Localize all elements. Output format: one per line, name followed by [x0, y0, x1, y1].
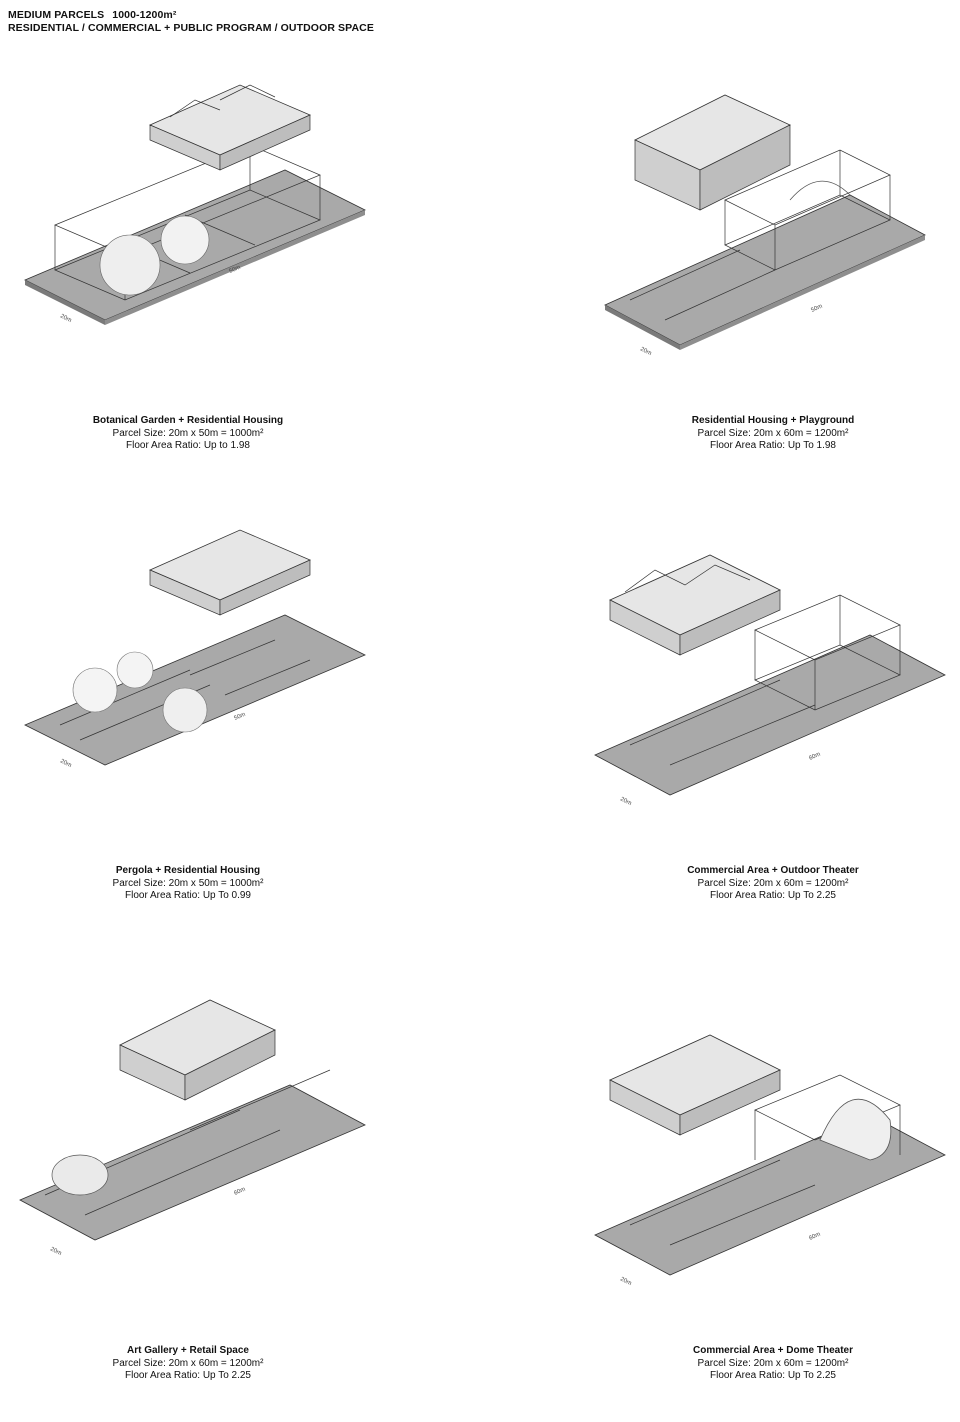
header-subtitle: RESIDENTIAL / COMMERCIAL + PUBLIC PROGRA… — [8, 22, 374, 34]
caption-6: Commercial Area + Dome Theater Parcel Si… — [613, 1345, 933, 1383]
axonometric-drawing-1: 20m 50m — [24, 84, 366, 325]
caption-title: Residential Housing + Playground — [691, 415, 855, 426]
caption-floor-area-ratio: Floor Area Ratio: Up To 1.98 — [710, 440, 836, 451]
diagram-panel-6: 20m 60m — [540, 1000, 946, 1290]
caption-title: Commercial Area + Dome Theater — [693, 1345, 853, 1356]
length-dim-label: 60m — [233, 1187, 246, 1197]
width-dim-label: 20m — [639, 346, 652, 357]
caption-parcel-size: Parcel Size: 20m x 50m = 1000m² — [112, 427, 264, 439]
length-dim-label: 60m — [808, 1232, 821, 1242]
caption-parcel-size: Parcel Size: 20m x 60m = 1200m² — [697, 877, 849, 889]
caption-2: Residential Housing + Playground Parcel … — [613, 415, 933, 453]
diagram-panel-3: 20m 50m — [20, 500, 420, 790]
caption-3: Pergola + Residential Housing Parcel Siz… — [28, 865, 348, 903]
diagram-panel-2: 20m 50m — [540, 80, 940, 370]
caption-1: Botanical Garden + Residential Housing P… — [28, 415, 348, 453]
width-dim-label: 20m — [59, 758, 72, 769]
length-dim-label: 50m — [233, 712, 246, 722]
caption-floor-area-ratio: Floor Area Ratio: Up To 0.99 — [125, 890, 251, 901]
width-dim-label: 20m — [59, 313, 72, 324]
axonometric-drawing-6: 20m 60m — [594, 1034, 946, 1287]
caption-parcel-size: Parcel Size: 20m x 60m = 1200m² — [697, 1357, 849, 1369]
caption-floor-area-ratio: Floor Area Ratio: Up To 2.25 — [710, 1370, 836, 1381]
length-dim-label: 50m — [228, 265, 241, 275]
axonometric-drawing-3: 20m 50m — [24, 529, 366, 769]
header-title-line: MEDIUM PARCELS 1000-1200m² — [8, 9, 374, 22]
caption-title: Pergola + Residential Housing — [115, 865, 261, 876]
caption-5: Art Gallery + Retail Space Parcel Size: … — [28, 1345, 348, 1383]
width-dim-label: 20m — [619, 1276, 632, 1287]
width-dim-label: 20m — [49, 1246, 62, 1257]
length-dim-label: 50m — [810, 304, 823, 314]
page-header: MEDIUM PARCELS 1000-1200m² RESIDENTIAL / … — [8, 9, 374, 35]
diagram-panel-1: 20m 50m — [20, 55, 420, 345]
caption-floor-area-ratio: Floor Area Ratio: Up to 1.98 — [126, 440, 250, 451]
length-dim-label: 60m — [808, 752, 821, 762]
caption-title: Art Gallery + Retail Space — [126, 1345, 249, 1356]
diagram-panel-4: 20m 60m — [540, 520, 946, 810]
caption-title: Botanical Garden + Residential Housing — [92, 415, 284, 426]
caption-parcel-size: Parcel Size: 20m x 50m = 1000m² — [112, 877, 264, 889]
axonometric-drawing-5: 20m 60m — [19, 999, 366, 1257]
caption-floor-area-ratio: Floor Area Ratio: Up To 2.25 — [710, 890, 836, 901]
width-dim-label: 20m — [619, 796, 632, 807]
axonometric-drawing-2: 20m 50m — [604, 94, 926, 357]
caption-4: Commercial Area + Outdoor Theater Parcel… — [613, 865, 933, 903]
header-title: MEDIUM PARCELS — [8, 9, 105, 21]
diagram-panel-5: 20m 60m — [10, 950, 410, 1257]
caption-parcel-size: Parcel Size: 20m x 60m = 1200m² — [112, 1357, 264, 1369]
caption-floor-area-ratio: Floor Area Ratio: Up To 2.25 — [125, 1370, 251, 1381]
caption-parcel-size: Parcel Size: 20m x 60m = 1200m² — [697, 427, 849, 439]
caption-title: Commercial Area + Outdoor Theater — [687, 865, 859, 876]
axonometric-drawing-4: 20m 60m — [594, 554, 946, 807]
header-range: 1000-1200m² — [112, 9, 177, 21]
